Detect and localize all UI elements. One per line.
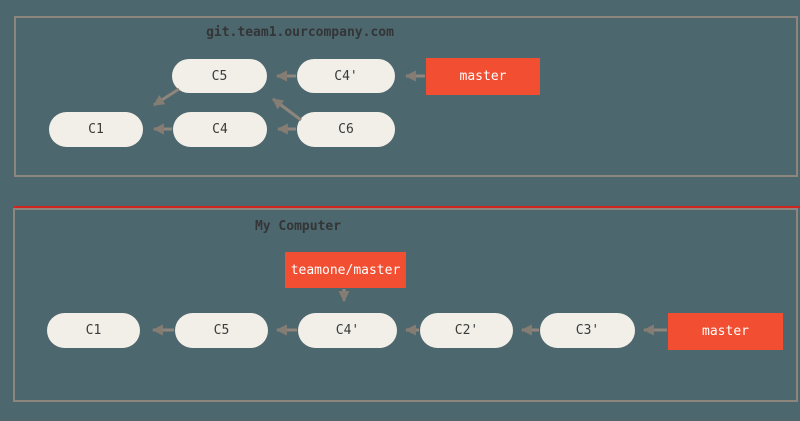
commit-node-remote-c4: C4 (173, 112, 267, 147)
commit-node-local-c2-prime: C2' (420, 313, 513, 348)
remote-server-panel (14, 16, 798, 177)
commit-node-remote-c1: C1 (49, 112, 143, 147)
commit-node-remote-c4-prime: C4' (297, 59, 395, 93)
branch-label-teamone-master: teamone/master (285, 252, 406, 288)
commit-node-remote-c5: C5 (172, 59, 267, 93)
branch-label-local-master: master (668, 313, 783, 350)
red-divider-line (14, 206, 800, 208)
my-computer-panel (13, 208, 798, 402)
remote-server-panel-title: git.team1.ourcompany.com (206, 25, 394, 40)
commit-node-local-c1: C1 (47, 313, 140, 348)
commit-node-remote-c6: C6 (297, 112, 395, 147)
commit-node-local-c4-prime: C4' (298, 313, 397, 348)
branch-label-remote-master: master (426, 58, 540, 95)
my-computer-panel-title: My Computer (254, 219, 342, 234)
commit-node-local-c3-prime: C3' (540, 313, 635, 348)
commit-node-local-c5: C5 (175, 313, 268, 348)
